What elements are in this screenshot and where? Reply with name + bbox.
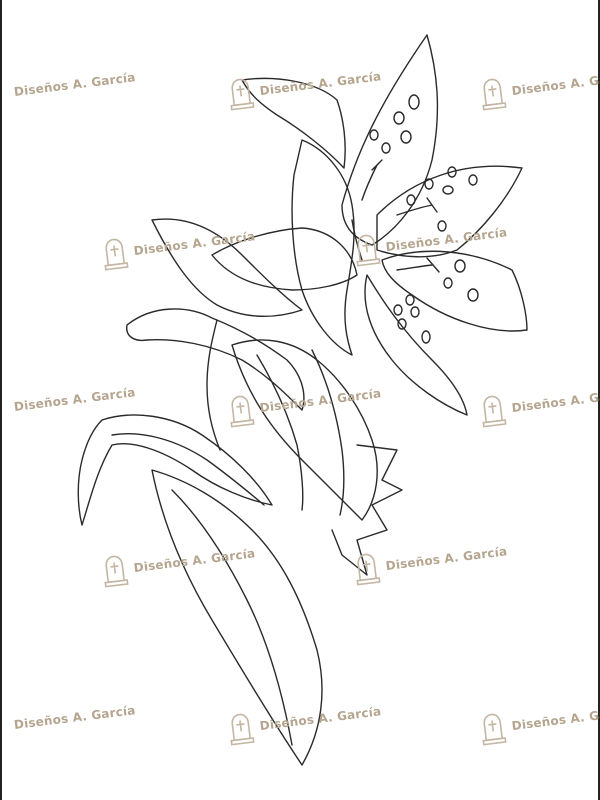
- lily-petal-right-lower: [381, 250, 528, 332]
- lily-side-petal: [151, 218, 303, 318]
- lily-petal-right-upper: [376, 165, 523, 258]
- stamen-1: [361, 159, 383, 201]
- stem-lower: [206, 319, 221, 451]
- stamen-2: [396, 197, 438, 216]
- lily-bud-tips: [331, 444, 403, 576]
- lily-bud: [231, 339, 378, 521]
- leaf-curl: [77, 414, 273, 526]
- lily-side-inner: [211, 227, 358, 291]
- leaf-long: [151, 469, 323, 766]
- lily-bud-inner: [256, 349, 345, 516]
- leaf-curl-inner: [111, 433, 265, 506]
- leaf-long-vein: [171, 489, 293, 746]
- stamen-3: [396, 257, 440, 273]
- lily-throat: [291, 139, 355, 356]
- lily-stem: [126, 308, 305, 411]
- lily-petal-left: [241, 77, 346, 169]
- lily-petal-top: [341, 34, 439, 246]
- lily-petal-lower: [364, 274, 468, 416]
